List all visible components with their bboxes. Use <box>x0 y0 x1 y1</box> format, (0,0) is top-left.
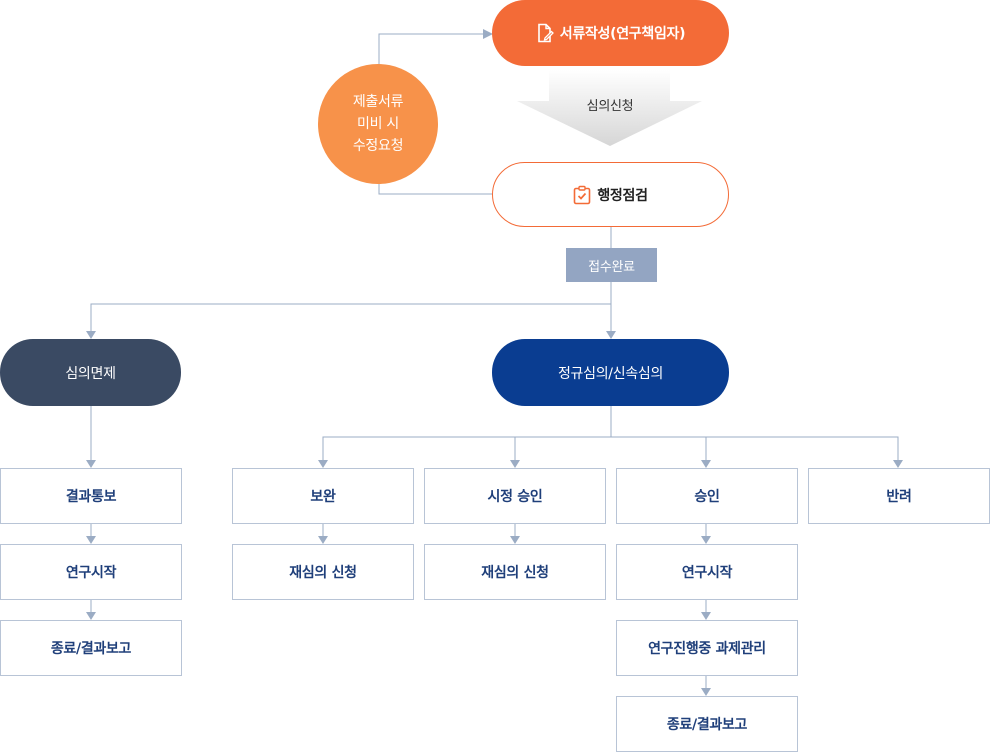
review-request-label: 심의신청 <box>586 98 634 114</box>
project-management-box: 연구진행중 과제관리 <box>616 620 798 676</box>
conditional-approval-box: 시정 승인 <box>424 468 606 524</box>
review-request-arrow <box>517 70 702 146</box>
revision-request-line: 미비 시 <box>357 116 399 132</box>
document-writing-node: 서류작성(연구책임자) <box>492 0 729 66</box>
regular-expedited-review-node: 정규심의/신속심의 <box>492 339 729 406</box>
research-start-box: 연구시작 <box>616 544 798 600</box>
admin-check-node: 행정점검 <box>492 162 729 227</box>
received-tag: 접수완료 <box>566 248 657 282</box>
admin-check-label: 행정점검 <box>597 187 648 204</box>
approval-box: 승인 <box>616 468 798 524</box>
document-writing-label: 서류작성(연구책임자) <box>559 26 686 42</box>
revision-request-circle: 제출서류 미비 시 수정요청 <box>318 64 438 184</box>
end-report-box: 종료/결과보고 <box>0 620 182 676</box>
end-report-box: 종료/결과보고 <box>616 696 798 752</box>
result-notice-box: 결과통보 <box>0 468 182 524</box>
rejection-box: 반려 <box>808 468 990 524</box>
supplement-box: 보완 <box>232 468 414 524</box>
revision-request-line: 수정요청 <box>352 138 404 154</box>
review-exempt-node: 심의면제 <box>0 339 181 406</box>
document-edit-icon <box>536 23 554 43</box>
revision-request-line: 제출서류 <box>352 94 404 110</box>
re-review-request-box: 재심의 신청 <box>424 544 606 600</box>
re-review-request-box: 재심의 신청 <box>232 544 414 600</box>
clipboard-check-icon <box>573 185 591 205</box>
research-start-box: 연구시작 <box>0 544 182 600</box>
